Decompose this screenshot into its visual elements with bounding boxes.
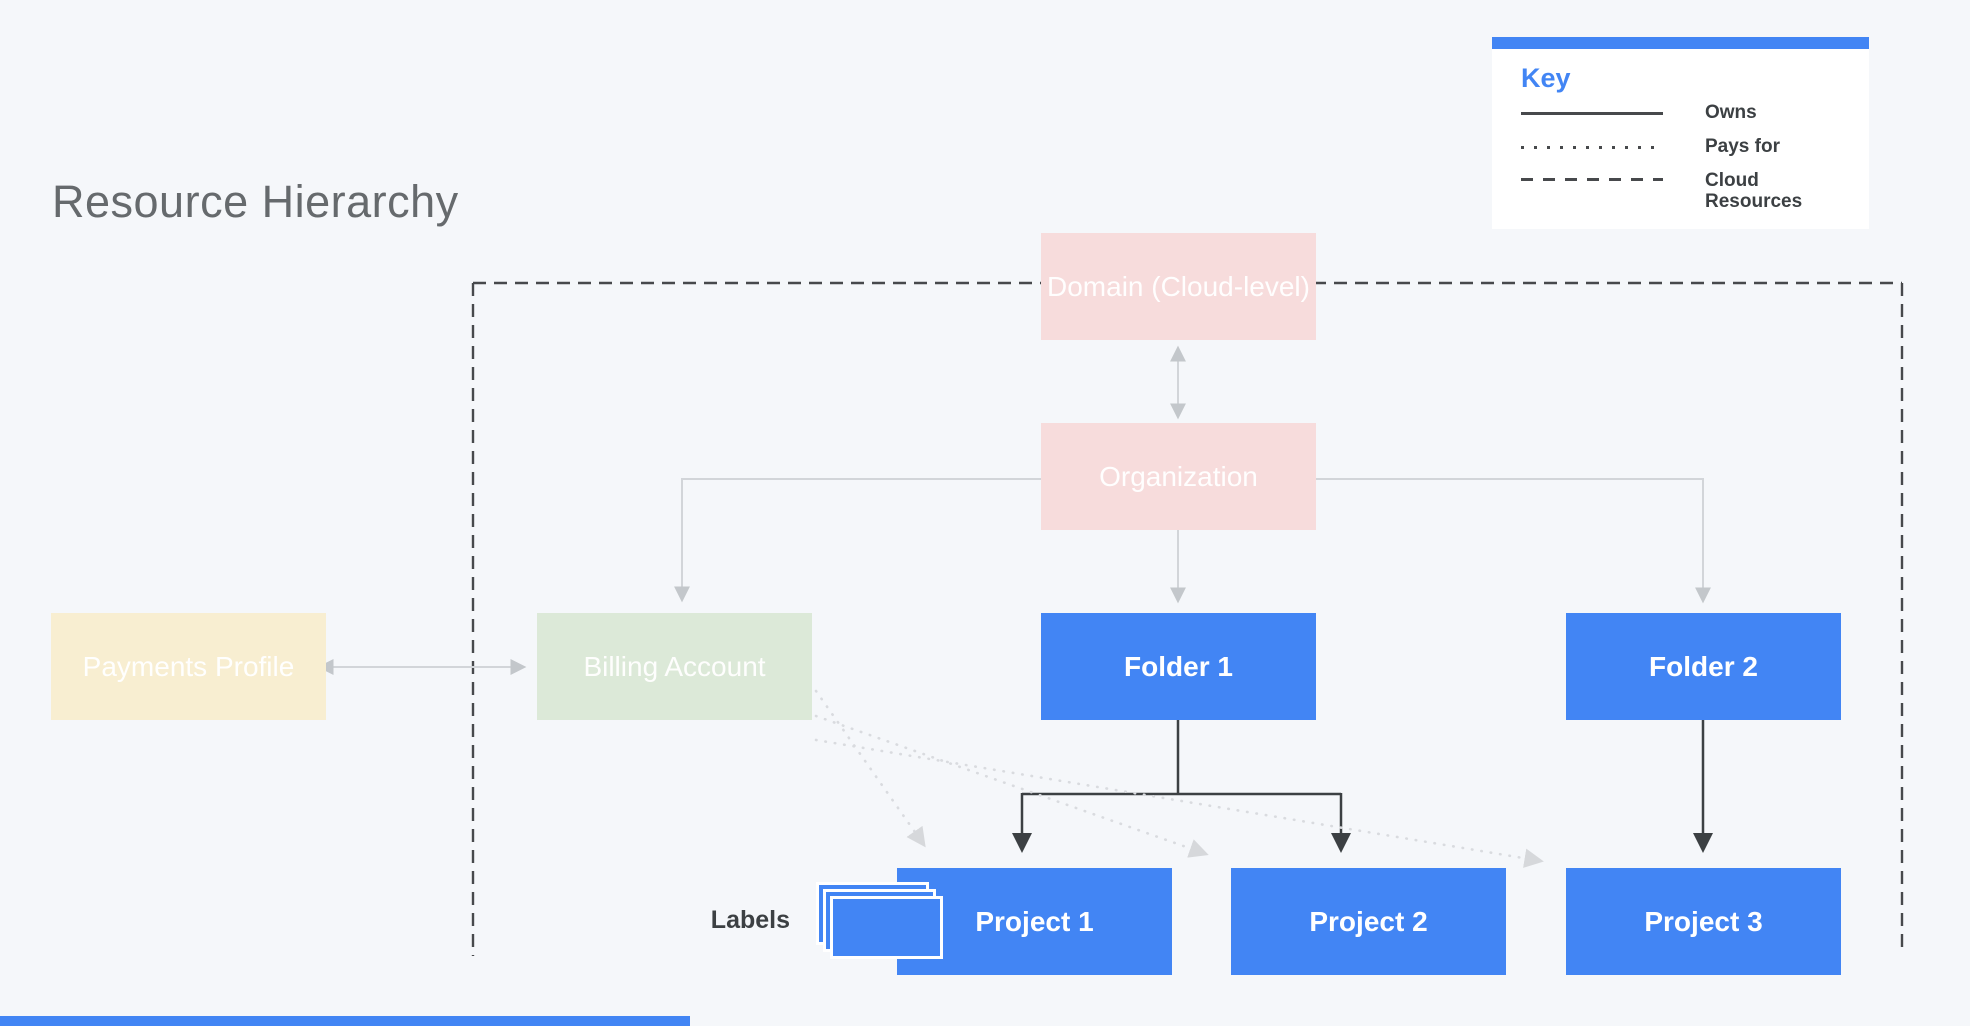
gray-connectors	[317, 345, 1711, 675]
key-label-cloud-resources: Cloud Resources	[1705, 169, 1803, 212]
node-billing-account-label: Billing Account	[583, 650, 766, 682]
key-row-cloud-resources: Cloud Resources	[1521, 169, 1857, 213]
node-organization: Organization	[1041, 423, 1316, 530]
node-billing-account: Billing Account	[537, 613, 812, 720]
node-project-3-label: Project 3	[1644, 905, 1763, 937]
labels-annotation: Labels	[710, 906, 790, 934]
node-project-2-label: Project 2	[1309, 905, 1428, 937]
key-label-owns: Owns	[1705, 102, 1757, 123]
node-domain: Domain (Cloud-level)	[1041, 233, 1316, 340]
node-folder-1: Folder 1	[1041, 613, 1316, 720]
page-title: Resource Hierarchy	[52, 176, 459, 227]
label-card-front	[830, 896, 943, 959]
solid-line-icon	[1521, 111, 1663, 115]
node-folder-2: Folder 2	[1566, 613, 1841, 720]
node-domain-label: Domain (Cloud-level)	[1047, 270, 1310, 302]
node-project-2: Project 2	[1231, 868, 1506, 975]
node-payments-profile: Payments Profile	[51, 613, 326, 720]
key-panel: Key Owns Pays for Cloud Resources	[1492, 37, 1869, 229]
key-label-pays-for: Pays for	[1705, 135, 1780, 157]
key-accent-bar	[1492, 37, 1869, 49]
dark-connectors	[1012, 719, 1713, 853]
dotted-line-icon	[1521, 145, 1663, 149]
dotted-connectors	[814, 689, 1544, 868]
key-heading: Key	[1521, 63, 1571, 93]
dashed-line-icon	[1521, 177, 1663, 181]
node-project-1-label: Project 1	[975, 905, 1094, 937]
key-body: Key Owns Pays for Cloud Resources	[1492, 49, 1869, 229]
node-organization-label: Organization	[1099, 460, 1258, 492]
node-payments-profile-label: Payments Profile	[82, 650, 295, 682]
node-folder-2-label: Folder 2	[1649, 650, 1758, 682]
node-project-3: Project 3	[1566, 868, 1841, 975]
key-row-pays-for: Pays for	[1521, 135, 1857, 158]
key-row-owns: Owns	[1521, 102, 1857, 124]
bottom-accent-bar	[0, 1016, 690, 1026]
labels-stack-icon	[816, 882, 946, 964]
node-folder-1-label: Folder 1	[1124, 650, 1233, 682]
